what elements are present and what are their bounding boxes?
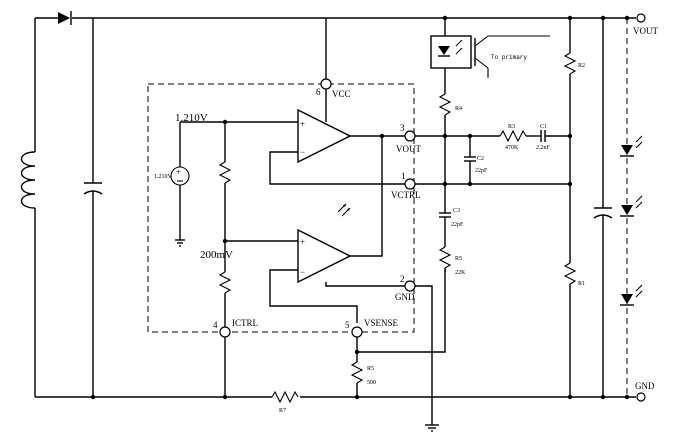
optocoupler — [430, 35, 550, 78]
r5-top-value: 22K — [455, 270, 466, 276]
pin-vctrl-number: 1 — [401, 171, 406, 181]
led-3-icon — [620, 284, 643, 306]
r2-label: R2 — [578, 63, 585, 69]
reference-source-label: 1.210V — [154, 174, 173, 180]
opamp-upper: + − — [297, 108, 352, 164]
sense-voltage-label: 200mV — [200, 249, 233, 261]
opamp-lower-plus: + — [300, 237, 305, 247]
r7-label: R7 — [279, 408, 286, 414]
resistor-r1 — [563, 262, 577, 397]
input-filter-capacitor — [83, 18, 103, 397]
led-1-icon — [620, 135, 643, 157]
opamp-upper-plus: + — [300, 119, 305, 129]
c1-value: 2.2nF — [536, 145, 551, 151]
capacitor-c1 — [540, 130, 570, 142]
pin-vout-number: 3 — [400, 123, 405, 133]
terminal-gnd — [636, 392, 646, 402]
pin-vcc — [320, 78, 332, 90]
sense-resistor-r5-bottom — [350, 352, 364, 397]
pin-ictrl — [219, 326, 231, 338]
c2-value: 22pF — [475, 168, 488, 174]
r3-value: 470K — [505, 145, 519, 151]
led-symbol-icon — [337, 203, 351, 217]
ground-symbol-output — [425, 424, 439, 432]
opamp-lower-minus: − — [300, 267, 305, 277]
pin-vcc-number: 6 — [316, 87, 321, 97]
rectifier-diode — [58, 11, 72, 25]
capacitor-c3 — [439, 136, 451, 247]
pin-ictrl-label: ICTRL — [232, 318, 258, 328]
terminal-vout-label: VOUT — [633, 26, 658, 36]
r5-top-label: R5 — [455, 256, 462, 262]
resistor-r2 — [563, 52, 577, 263]
pin-vsense-label: VSENSE — [364, 318, 399, 328]
r3-label: R3 — [508, 124, 515, 130]
pin-gnd-label: GND — [395, 292, 415, 302]
terminal-gnd-label: GND — [635, 381, 655, 391]
resistor-r3 — [499, 129, 541, 143]
divider-resistor-lower — [218, 271, 232, 327]
pin-ictrl-number: 4 — [213, 320, 218, 330]
pin-vsense — [351, 326, 363, 338]
transformer-secondary-winding — [20, 18, 36, 397]
led-2-icon — [620, 195, 643, 217]
c3-value: 22pF — [451, 222, 464, 228]
terminal-vout — [636, 13, 646, 23]
r5-bottom-label: R5 — [367, 366, 374, 372]
c3-label: C3 — [453, 208, 460, 214]
opamp-upper-minus: − — [300, 147, 305, 157]
c1-label: C1 — [540, 124, 547, 130]
opto-primary-note: To primary — [491, 54, 527, 61]
pin-vctrl-label: VCTRL — [391, 190, 421, 200]
ic-boundary — [147, 83, 415, 333]
resistor-r7 — [271, 390, 300, 404]
ground-symbol-reference — [175, 239, 185, 247]
pin-vout-label: VOUT — [396, 144, 421, 154]
r5-bottom-value: 500 — [367, 380, 376, 386]
r1-label: R1 — [578, 281, 585, 287]
divider-resistor-upper — [218, 122, 232, 272]
r4-label: R4 — [455, 106, 462, 112]
pin-vsense-number: 5 — [345, 320, 350, 330]
pin-vcc-label: VCC — [332, 89, 351, 99]
pin-vout — [404, 130, 416, 142]
resistor-r5-top — [438, 246, 452, 272]
output-capacitor — [593, 18, 613, 397]
pin-vctrl — [404, 178, 416, 190]
capacitor-c2 — [464, 136, 476, 184]
pin-gnd — [404, 280, 416, 292]
pin-gnd-number: 2 — [400, 274, 405, 284]
reference-voltage-label: 1.210V — [175, 112, 208, 124]
resistor-r4 — [438, 93, 452, 136]
svg-text:+: + — [176, 167, 181, 177]
reference-voltage-source: + — [170, 122, 190, 240]
c2-label: C2 — [477, 156, 484, 162]
opamp-lower: + − — [297, 228, 352, 284]
